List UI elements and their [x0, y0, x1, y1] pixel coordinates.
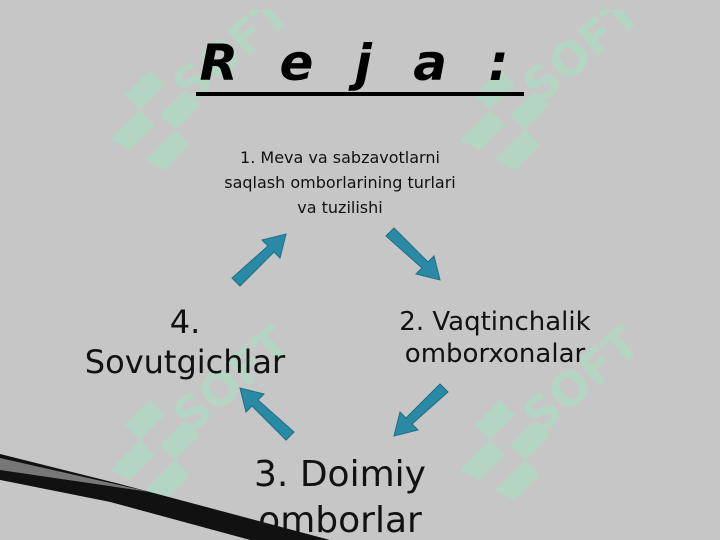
watermark-logo: SOFT [110, 10, 300, 170]
arrow-down-left-icon [393, 383, 449, 437]
arrow-up-left-icon [239, 387, 295, 441]
plan-item-4: 4. Sovutgichlar [84, 303, 286, 381]
arrow-down-right-icon [385, 227, 441, 281]
slide-title: R e j a : [0, 34, 720, 96]
arrow-up-right-icon [231, 233, 287, 287]
plan-item-1: 1. Meva va sabzavotlarni saqlash omborla… [224, 148, 456, 217]
corner-swoosh-decoration [0, 454, 330, 540]
watermark-logo: SOFT [460, 10, 650, 170]
slide-title-text: R e j a : [195, 34, 525, 96]
plan-item-2: 2. Vaqtinchalik omborxonalar [399, 307, 591, 369]
watermark-logo: SOFT [460, 320, 650, 500]
